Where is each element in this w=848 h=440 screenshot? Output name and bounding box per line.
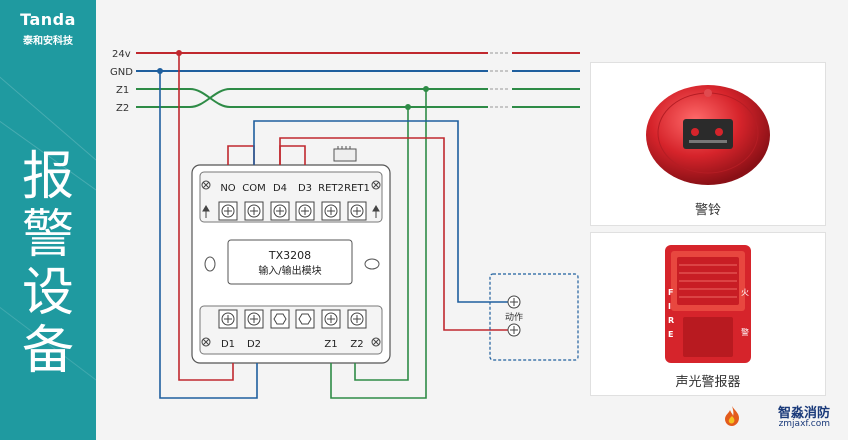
- terminal-screw: [347, 309, 367, 329]
- terminal-label: NO: [220, 183, 235, 194]
- junction-dots: [157, 50, 429, 110]
- terminal-screw: [321, 201, 341, 221]
- module-text: TX3208 输入/输出模块: [258, 249, 321, 277]
- sidebar: Tanda 泰和安科技 报 警 设 备: [0, 0, 96, 440]
- brand-logo: Tanda: [20, 10, 76, 29]
- sidebar-decoration: [0, 76, 96, 381]
- terminal-screw: [295, 309, 315, 329]
- wire-no-com-jumper: [227, 145, 255, 165]
- bus-z2-line: [136, 88, 580, 108]
- svg-text:R: R: [668, 316, 674, 325]
- terminal-screw: [244, 201, 264, 221]
- terminal-screw: [270, 309, 290, 329]
- watermark-name: 智淼消防: [777, 406, 830, 421]
- terminal-label: RET1: [344, 183, 370, 194]
- terminal-label: Z2: [350, 339, 363, 350]
- bus-break: [488, 46, 512, 114]
- terminal-label: D1: [221, 339, 235, 350]
- svg-text:火: 火: [741, 288, 749, 297]
- bus-z1-line: [136, 88, 580, 108]
- terminal-screws: [218, 201, 367, 329]
- bus-lines: [136, 46, 580, 114]
- title-char: 警: [21, 205, 74, 265]
- terminal-screw: [347, 201, 367, 221]
- label-z2: Z2: [116, 103, 129, 114]
- terminal-label: D4: [273, 183, 287, 194]
- label-z1: Z1: [116, 85, 129, 96]
- title-char: 设: [21, 263, 74, 323]
- terminal-screw: [321, 309, 341, 329]
- wire-24v-to-d1: [178, 53, 234, 381]
- bus-labels: 24v GND Z1 Z2: [110, 49, 133, 114]
- terminal-screw: [218, 201, 238, 221]
- svg-text:E: E: [668, 330, 673, 339]
- label-gnd: GND: [110, 67, 133, 78]
- terminal-screw: [295, 201, 315, 221]
- brand-subtitle: 泰和安科技: [23, 36, 73, 47]
- wire-z2: [354, 107, 409, 381]
- bell-card: 警铃: [590, 62, 826, 226]
- action-box: [489, 273, 579, 361]
- module-name: TX3208: [268, 249, 311, 262]
- terminal-screw: [244, 309, 264, 329]
- module-description: 输入/输出模块: [258, 264, 321, 277]
- wire-z1: [330, 89, 427, 399]
- flame-logo-icon: [725, 406, 739, 426]
- top-terminal-labels: NO COM D4 D3 RET2 RET1: [220, 183, 370, 194]
- title-char: 备: [21, 321, 74, 381]
- fire-bell-icon: [646, 85, 770, 185]
- device-label: 声光警报器: [675, 375, 741, 390]
- terminal-label: Z1: [324, 339, 337, 350]
- bottom-terminal-labels: D1 D2 Z1 Z2: [221, 339, 364, 350]
- device-label: 警铃: [694, 203, 721, 218]
- wire-gnd-to-d2: [159, 71, 258, 399]
- page-title: 报 警 设 备: [14, 148, 82, 380]
- terminal-label: D2: [247, 339, 261, 350]
- svg-text:警: 警: [741, 327, 749, 337]
- terminal-screw: [270, 201, 290, 221]
- strobe-siren-icon: FI RE 火警: [665, 245, 751, 363]
- svg-text:F: F: [668, 288, 673, 297]
- svg-text:I: I: [668, 302, 671, 311]
- terminal-label: D3: [298, 183, 312, 194]
- terminal-screw: [218, 309, 238, 329]
- wiring-diagram: 24v GND Z1 Z2 TX3208 输入/输出模块: [110, 46, 580, 399]
- wire-com-to-device: [253, 120, 510, 303]
- wires: [159, 53, 510, 399]
- watermark-url: zmjaxf.com: [778, 419, 830, 429]
- title-char: 报: [21, 147, 74, 207]
- action-label: 动作: [505, 311, 523, 323]
- wire-d4-d3-jumper: [279, 145, 306, 165]
- label-24v: 24v: [112, 49, 131, 60]
- terminal-label: COM: [242, 183, 265, 194]
- terminal-label: RET2: [318, 183, 344, 194]
- bus-break-dashes: [490, 52, 510, 108]
- watermark: 智淼消防 zmjaxf.com: [720, 402, 830, 432]
